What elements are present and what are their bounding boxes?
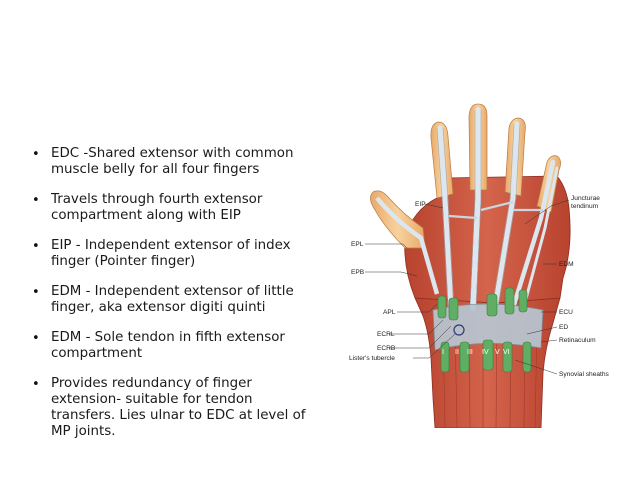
label-ecu: ECU	[559, 309, 573, 316]
label-edm: EDM	[559, 261, 574, 268]
bullet-text-line: EDM - Independent extensor of little	[51, 284, 294, 299]
label-ecrl: ECRL	[377, 331, 395, 338]
compartment-ii: II	[455, 349, 459, 356]
label-ecrb: ECRB	[377, 345, 396, 352]
bullet-text-line: finger, aka extensor digiti quinti	[51, 300, 266, 315]
bullet-text-line: EDC -Shared extensor with common	[51, 146, 294, 161]
compartment-v: V	[495, 349, 500, 356]
bullet-text-line: muscle belly for all four fingers	[51, 162, 260, 177]
bullet-dot-icon: •	[32, 193, 40, 208]
label-juncturae-line1: Juncturae	[571, 195, 600, 202]
bullet-text-line: Provides redundancy of finger	[51, 376, 252, 391]
compartment-numerals: I II III IV V VI	[442, 349, 510, 356]
synovial-sheaths	[437, 287, 532, 373]
bullet-text-line: compartment	[51, 346, 143, 361]
bullet-item: • EDC -Shared extensor with common muscl…	[30, 146, 315, 178]
label-eip: EIP	[415, 201, 426, 208]
bullet-dot-icon: •	[32, 331, 40, 346]
thumb-tendon	[375, 196, 440, 295]
label-juncturae-line2: tendinum	[571, 203, 599, 210]
bullet-text-line: EDM - Sole tendon in fifth extensor	[51, 330, 285, 345]
listers-tubercle-marker	[453, 324, 465, 336]
bullet-item: • EIP - Independent extensor of index fi…	[30, 238, 315, 270]
bullet-item: • Travels through fourth extensor compar…	[30, 192, 315, 224]
bullet-dot-icon: •	[32, 285, 40, 300]
bullet-item: • EDM - Sole tendon in fifth extensor co…	[30, 330, 315, 362]
bullet-text-line: finger (Pointer finger)	[51, 254, 196, 269]
label-listers-tubercle: Lister's tubercle	[349, 355, 395, 362]
compartment-vi: VI	[503, 349, 510, 356]
bullet-list: • EDC -Shared extensor with common muscl…	[30, 146, 315, 454]
bullet-dot-icon: •	[32, 147, 40, 162]
label-epb: EPB	[351, 269, 365, 276]
label-retinaculum: Retinaculum	[559, 337, 596, 344]
extensor-retinaculum	[432, 303, 544, 351]
label-epl: EPL	[351, 241, 364, 248]
bullet-text-line: MP joints.	[51, 424, 116, 439]
bullet-dot-icon: •	[32, 377, 40, 392]
label-ed: ED	[559, 324, 568, 331]
bullet-text-line: transfers. Lies ulnar to EDC at level of	[51, 408, 306, 423]
bullet-text-line: Travels through fourth extensor	[51, 192, 263, 207]
bullet-text-line: compartment along with EIP	[51, 208, 241, 223]
hand-extensor-anatomy-figure: I II III IV V VI EIP EPL EPB	[349, 103, 610, 428]
compartment-i: I	[442, 349, 444, 356]
label-apl: APL	[383, 309, 396, 316]
compartment-iv: IV	[482, 349, 489, 356]
compartment-iii: III	[467, 349, 473, 356]
bullet-text-line: EIP - Independent extensor of index	[51, 238, 291, 253]
bullet-text-line: extension- suitable for tendon	[51, 392, 253, 407]
label-synovial-sheaths: Synovial sheaths	[559, 371, 610, 378]
juncturae-tendinum	[448, 200, 543, 220]
finger-tendons	[437, 107, 559, 312]
leader-lines	[365, 199, 570, 375]
bullet-item: • Provides redundancy of finger extensio…	[30, 376, 315, 440]
bullet-item: • EDM - Independent extensor of little f…	[30, 284, 315, 316]
bullet-dot-icon: •	[32, 239, 40, 254]
tendon-outlines	[436, 110, 521, 309]
